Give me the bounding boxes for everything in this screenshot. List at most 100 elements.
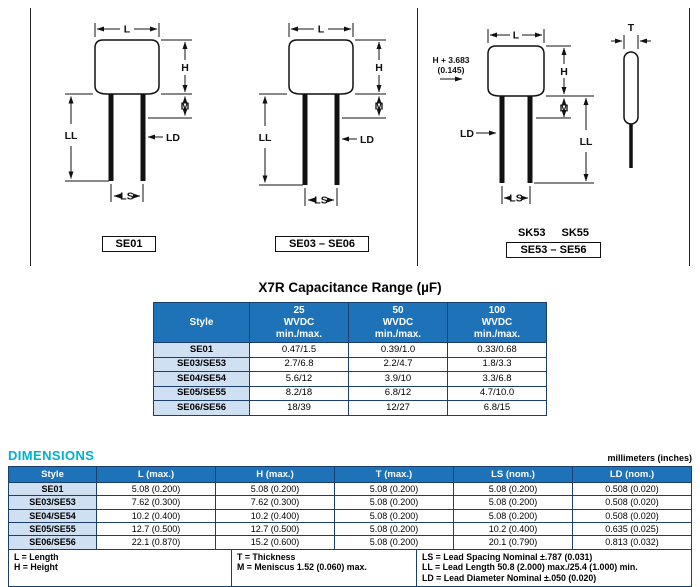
- footnote-line: LS = Lead Spacing Nominal ±.787 (0.031): [422, 551, 593, 562]
- capacitance-range-section: X7R Capacitance Range (µF) Style 25 WVDC…: [0, 280, 700, 416]
- capacitor-body: [288, 39, 354, 95]
- capacitance-table: Style 25 WVDC min./max. 50 WVDC min./max…: [153, 301, 547, 416]
- value-cell: 0.33/0.68: [447, 342, 547, 358]
- dim-label-M: M: [181, 101, 190, 113]
- table-row: SE03/SE53 7.62 (0.300) 7.62 (0.300) 5.08…: [8, 495, 692, 510]
- dim-label-LL: LL: [65, 130, 78, 142]
- dim-label-LS: LS: [314, 195, 327, 207]
- dim-label-H: H: [375, 62, 383, 74]
- value-cell: 5.08 (0.200): [453, 508, 573, 524]
- header-row: Style 25 WVDC min./max. 50 WVDC min./max…: [153, 301, 547, 344]
- panel-se01: L H M LL LD LS SE01: [31, 8, 227, 266]
- dim-label-LD: LD: [460, 128, 474, 140]
- value-cell: 0.635 (0.025): [572, 522, 692, 537]
- value-cell: 5.08 (0.200): [334, 535, 454, 550]
- dim-label-L: L: [318, 24, 325, 36]
- header-row: Style L (max.) H (max.) T (max.) LS (nom…: [8, 466, 692, 483]
- dim-label-overall-height: H + 3.683: [432, 55, 469, 65]
- col-header-ls: LS (nom.): [453, 466, 573, 483]
- units-note: millimeters (inches): [607, 453, 692, 463]
- value-cell: 8.2/18: [249, 385, 349, 402]
- capacitor-body: [486, 45, 545, 97]
- footnote-line: LL = Lead Length 50.8 (2.000) max./25.4 …: [422, 562, 638, 573]
- value-cell: 0.39/1.0: [348, 342, 448, 358]
- table-row: SE05/SE55 12.7 (0.500) 12.7 (0.500) 5.08…: [8, 522, 692, 537]
- col-header-style: Style: [8, 466, 97, 483]
- sub-captions: SK53 SK55: [518, 227, 589, 239]
- table-row: SE05/SE55 8.2/18 6.8/12 4.7/10.0: [153, 385, 547, 402]
- dim-label-M: M: [375, 101, 384, 113]
- sub-caption-sk55: SK55: [561, 227, 590, 239]
- style-cell: SE04/SE54: [8, 508, 97, 524]
- dim-label-L: L: [124, 24, 131, 36]
- dim-label-L: L: [512, 30, 519, 42]
- value-cell: 7.62 (0.300): [215, 495, 335, 510]
- col-header-l: L (max.): [96, 466, 216, 483]
- value-cell: 10.2 (0.400): [215, 508, 335, 524]
- value-cell: 20.1 (0.790): [453, 535, 573, 550]
- dim-label-LL: LL: [259, 132, 272, 144]
- table-row: SE01 5.08 (0.200) 5.08 (0.200) 5.08 (0.2…: [8, 481, 692, 497]
- value-cell: 2.2/4.7: [348, 356, 448, 373]
- footnote-col-2: T = Thickness M = Meniscus 1.52 (0.060) …: [231, 549, 416, 586]
- value-cell: 5.6/12: [249, 371, 349, 387]
- dim-label-LS: LS: [509, 193, 522, 205]
- dim-label-M: M: [559, 103, 568, 115]
- value-cell: 0.508 (0.020): [572, 508, 692, 524]
- footnote-line: LD = Lead Diameter Nominal ±.050 (0.020): [422, 573, 597, 584]
- dimensions-heading: DIMENSIONS: [8, 448, 95, 463]
- value-cell: 15.2 (0.600): [215, 535, 335, 550]
- col-header-100wvdc: 100 WVDC min./max.: [447, 301, 547, 344]
- table-row: SE01 0.47/1.5 0.39/1.0 0.33/0.68: [153, 342, 547, 358]
- dim-label-H: H: [560, 66, 568, 78]
- dim-label-overall-height-inches: (0.145): [437, 65, 464, 75]
- value-cell: 0.813 (0.032): [572, 535, 692, 550]
- value-cell: 12.7 (0.500): [215, 522, 335, 537]
- dimension-lines: [65, 23, 192, 202]
- panel-se03-se06: L H M LL LD LS SE03 – SE06: [227, 8, 417, 266]
- dim-label-T: T: [627, 22, 634, 34]
- col-header-50wvdc: 50 WVDC min./max.: [348, 301, 448, 344]
- se53-se56-outline-diagram: L T H + 3.683 (0.145) H M LL LD LS: [432, 22, 651, 205]
- se03-se06-outline-diagram: L H M LL LD LS: [259, 23, 386, 207]
- caption-se03-se06: SE03 – SE06: [274, 236, 370, 252]
- value-cell: 2.7/6.8: [249, 356, 349, 373]
- style-cell: SE05/SE55: [153, 385, 250, 402]
- col-header-t: T (max.): [334, 466, 454, 483]
- capacitance-table-title: X7R Capacitance Range (µF): [258, 280, 442, 295]
- col-header-style: Style: [153, 301, 250, 344]
- footnote-line: L = Length: [14, 551, 59, 562]
- value-cell: 22.1 (0.870): [96, 535, 216, 550]
- outline-drawings-section: L H M LL LD LS SE01: [30, 8, 690, 266]
- col-header-h: H (max.): [215, 466, 335, 483]
- value-cell: 5.08 (0.200): [453, 495, 573, 510]
- dimension-lines: [439, 29, 651, 204]
- se01-outline-diagram: L H M LL LD LS: [65, 23, 192, 203]
- dim-label-LD: LD: [360, 134, 374, 146]
- dim-label-LS: LS: [120, 191, 133, 203]
- value-cell: 12.7 (0.500): [96, 522, 216, 537]
- value-cell: 4.7/10.0: [447, 385, 547, 402]
- value-cell: 5.08 (0.200): [215, 481, 335, 497]
- value-cell: 6.8/12: [348, 385, 448, 402]
- panel-se53-se56: L T H + 3.683 (0.145) H M LL LD LS SK53 …: [417, 8, 689, 266]
- capacitor-side-view: [622, 51, 639, 125]
- value-cell: 12/27: [348, 400, 448, 416]
- style-cell: SE01: [8, 481, 97, 497]
- dimensions-table: Style L (max.) H (max.) T (max.) LS (nom…: [8, 466, 692, 550]
- style-cell: SE01: [153, 342, 250, 358]
- value-cell: 10.2 (0.400): [96, 508, 216, 524]
- value-cell: 10.2 (0.400): [453, 522, 573, 537]
- style-cell: SE03/SE53: [153, 356, 250, 373]
- footnote-line: M = Meniscus 1.52 (0.060) max.: [237, 562, 367, 573]
- value-cell: 3.9/10: [348, 371, 448, 387]
- value-cell: 18/39: [249, 400, 349, 416]
- table-row: SE04/SE54 5.6/12 3.9/10 3.3/6.8: [153, 371, 547, 387]
- dim-label-LD: LD: [166, 132, 180, 144]
- capacitor-body: [94, 39, 160, 95]
- style-cell: SE03/SE53: [8, 495, 97, 510]
- value-cell: 0.508 (0.020): [572, 495, 692, 510]
- value-cell: 3.3/6.8: [447, 371, 547, 387]
- footnote-line: T = Thickness: [237, 551, 296, 562]
